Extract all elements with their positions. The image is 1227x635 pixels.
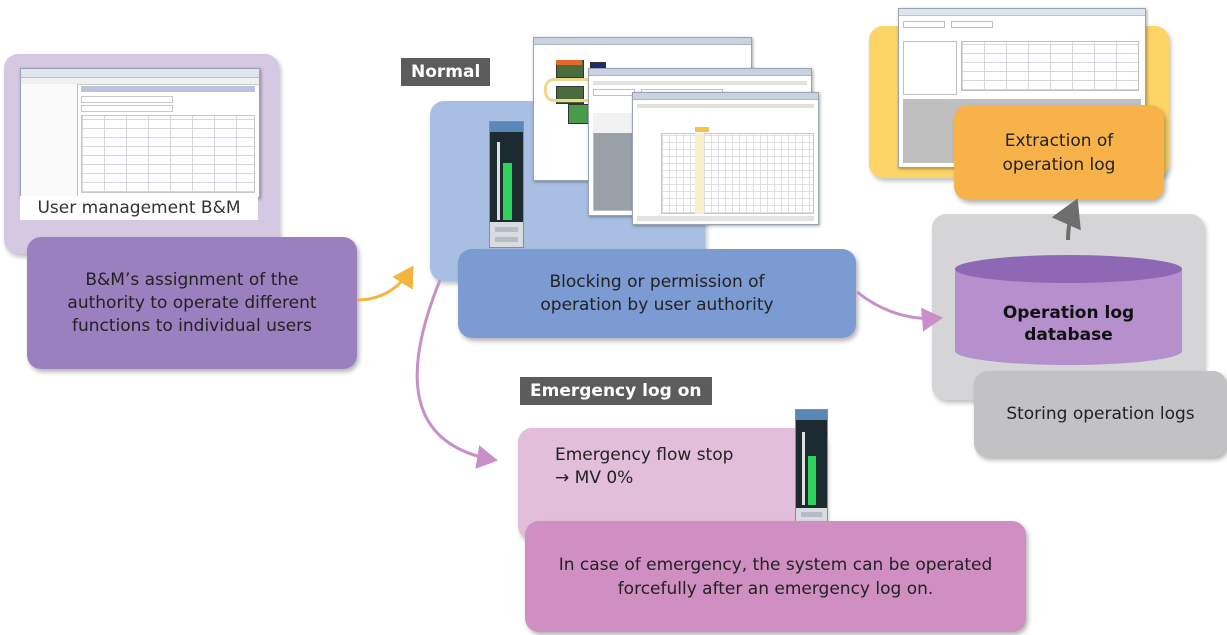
- emergency-description-box: In case of emergency, the system can be …: [525, 521, 1026, 632]
- emergency-description-text: In case of emergency, the system can be …: [558, 554, 993, 599]
- extraction-text: Extraction of operation log: [1002, 130, 1116, 175]
- storing-logs-box: Storing operation logs: [974, 371, 1227, 457]
- authority-assignment-text: B&M’s assignment of the authority to ope…: [67, 269, 317, 336]
- storing-logs-text: Storing operation logs: [1006, 403, 1195, 424]
- user-management-screenshot: [20, 68, 260, 198]
- arrow-normal-to-database: [856, 290, 943, 332]
- database-cylinder: [955, 255, 1182, 365]
- normal-faceplate-image: [489, 121, 524, 248]
- user-management-caption: User management B&M: [20, 196, 258, 220]
- arrow-database-to-extraction: [1051, 198, 1081, 241]
- operation-screen-3: [632, 92, 819, 225]
- blocking-permission-box: Blocking or permission of operation by u…: [458, 249, 856, 338]
- normal-tag: Normal: [401, 58, 491, 86]
- authority-assignment-box: B&M’s assignment of the authority to ope…: [27, 237, 357, 369]
- emergency-flow-text: Emergency flow stop → MV 0%: [555, 445, 734, 488]
- arrow-authority-to-normal: [356, 265, 414, 302]
- emergency-tag: Emergency log on: [520, 377, 712, 405]
- blocking-permission-text: Blocking or permission of operation by u…: [540, 271, 774, 315]
- extraction-box: Extraction of operation log: [954, 105, 1164, 200]
- arrow-normal-to-emergency: [415, 279, 498, 469]
- database-label: Operation log database: [1002, 303, 1135, 345]
